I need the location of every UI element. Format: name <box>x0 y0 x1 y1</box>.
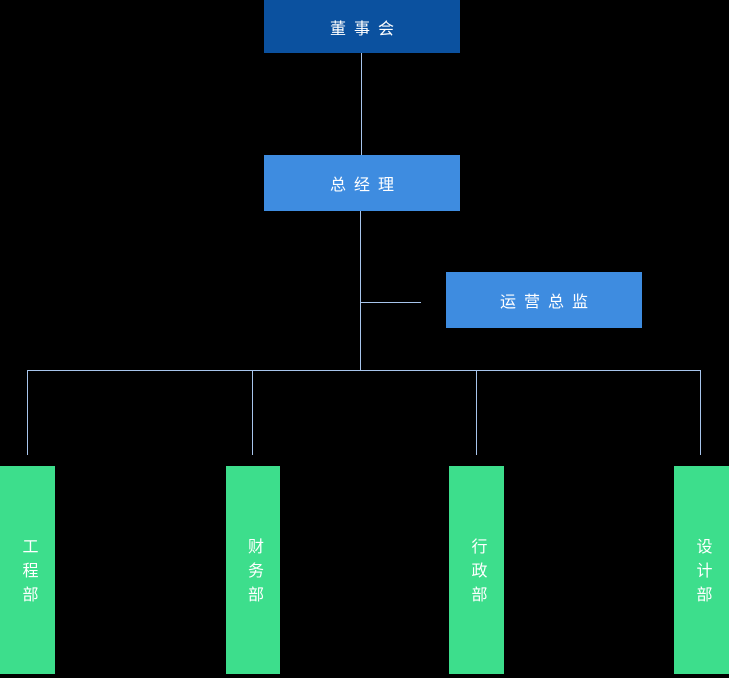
node-department-administration-label: 行政部 <box>468 538 486 610</box>
node-department-finance-label: 财务部 <box>245 538 262 610</box>
node-board-label: 董事会 <box>329 20 402 38</box>
node-department-design-label: 设计部 <box>693 538 711 610</box>
node-department-engineering-label: 工程部 <box>19 538 37 610</box>
node-department-engineering[interactable]: 工程部 <box>0 466 55 674</box>
connector-drop-administration <box>476 370 477 455</box>
node-department-design[interactable]: 设计部 <box>674 466 729 674</box>
node-department-finance[interactable]: 财务部 <box>226 466 280 674</box>
connector-board-to-gm <box>361 53 362 155</box>
connector-drop-finance <box>252 370 253 455</box>
node-general-manager-label: 总经理 <box>329 177 402 194</box>
node-operations-director[interactable]: 运营总监 <box>446 272 642 328</box>
connector-drop-engineering <box>27 370 28 455</box>
connector-branch-to-ops <box>361 302 421 303</box>
connector-horizontal-rail <box>27 370 701 371</box>
node-general-manager[interactable]: 总经理 <box>264 155 460 211</box>
connector-drop-design <box>700 370 701 455</box>
node-operations-director-label: 运营总监 <box>499 294 596 311</box>
node-board[interactable]: 董事会 <box>264 0 460 53</box>
node-department-administration[interactable]: 行政部 <box>449 466 504 674</box>
connector-gm-to-rail <box>360 211 361 370</box>
